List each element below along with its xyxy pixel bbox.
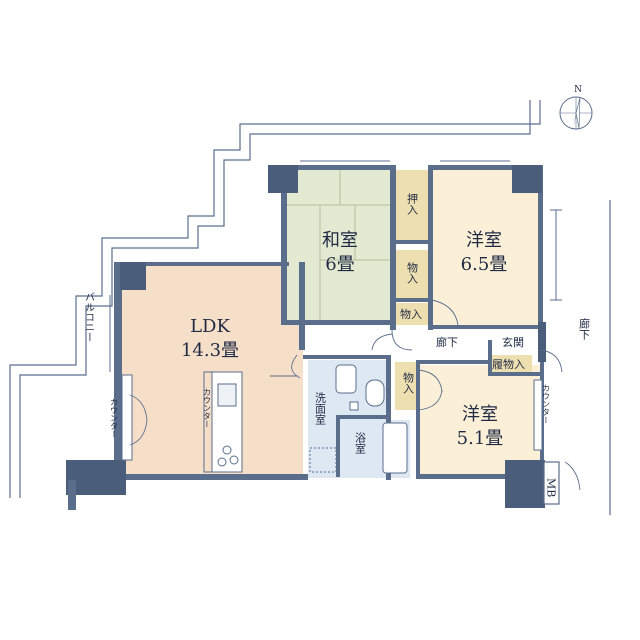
senmen-label: 洗面室 bbox=[314, 392, 327, 425]
mono3-floor bbox=[395, 362, 420, 410]
washitsu-name: 和室 bbox=[322, 230, 358, 251]
roka-outer-label: 廊下 bbox=[578, 317, 591, 341]
mb-box bbox=[543, 461, 560, 505]
kutsu-label: 履物入 bbox=[492, 357, 525, 371]
oshiire-floor bbox=[395, 170, 430, 240]
door-swings bbox=[129, 299, 581, 491]
balcony-outline bbox=[9, 100, 541, 498]
balcony-label: バルコニー bbox=[83, 292, 95, 342]
ldk-size: 14.3畳 bbox=[181, 340, 239, 361]
mono2-floor bbox=[395, 303, 430, 325]
yoshitsu1-name: 洋室 bbox=[466, 230, 502, 251]
counter-kitchen-label: カウンター bbox=[203, 388, 212, 428]
yoshitsu2-counter bbox=[533, 379, 543, 451]
mono3-label: 物入 bbox=[402, 371, 415, 394]
yoshitsu2-name: 洋室 bbox=[462, 404, 498, 425]
counter-right-label: カウンター bbox=[542, 384, 551, 424]
mb-label: MB bbox=[545, 478, 558, 497]
mono2-label: 物入 bbox=[400, 307, 422, 321]
ldk-name: LDK bbox=[190, 316, 230, 337]
kitchen bbox=[203, 371, 243, 473]
mono1-label: 物入 bbox=[406, 261, 419, 284]
washitsu-size: 6畳 bbox=[325, 254, 354, 275]
yoshitsu2-floor bbox=[418, 365, 543, 475]
ldk-counter-left bbox=[121, 374, 133, 461]
yoshitsu2-size: 5.1畳 bbox=[457, 428, 504, 449]
yoshitsu1-size: 6.5畳 bbox=[461, 254, 508, 275]
compass-icon bbox=[559, 96, 593, 130]
bath-fixtures bbox=[309, 364, 408, 474]
genkan-label: 玄関 bbox=[502, 335, 524, 349]
tatami-lines bbox=[285, 170, 393, 320]
yoku-label: 浴室 bbox=[354, 432, 367, 454]
compass-label: N bbox=[574, 85, 582, 95]
mono1-floor bbox=[395, 250, 430, 298]
roka-inner-label: 廊下 bbox=[436, 335, 458, 349]
windows bbox=[109, 160, 562, 372]
kutsu-floor bbox=[490, 355, 532, 373]
counter-left-label: カウンター bbox=[110, 398, 119, 438]
oshiire-label: 押入 bbox=[406, 192, 419, 215]
yoshitsu1-floor bbox=[432, 170, 540, 325]
